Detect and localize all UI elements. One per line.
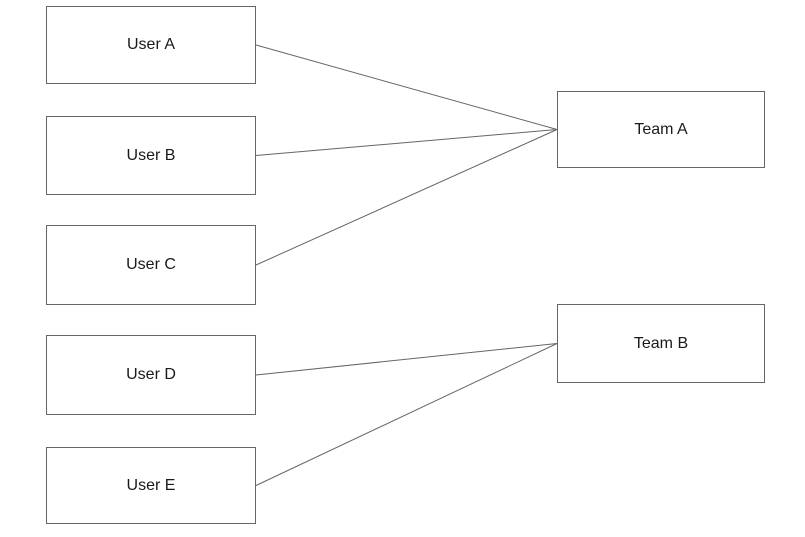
node-user-a-label: User A: [126, 36, 175, 53]
node-user-c[interactable]: User C: [46, 225, 256, 305]
node-user-d-label: User D: [126, 366, 176, 383]
node-user-c-label: User C: [126, 256, 176, 273]
node-team-b[interactable]: Team B: [557, 304, 765, 383]
node-user-e-label: User E: [126, 476, 176, 494]
node-user-b-label: User B: [126, 146, 176, 164]
edge-user_c-to-team_a: [255, 129, 558, 266]
edge-user_d-to-team_b: [255, 343, 558, 376]
edge-user_a-to-team_a: [255, 44, 558, 130]
node-team-b-label: Team B: [633, 334, 689, 352]
node-user-d[interactable]: User D: [46, 335, 256, 415]
node-user-e[interactable]: User E: [46, 447, 256, 524]
edge-user_e-to-team_b: [255, 343, 558, 486]
node-team-a-label: Team A: [634, 120, 688, 138]
node-user-a[interactable]: User A: [46, 6, 256, 84]
node-team-a[interactable]: Team A: [557, 91, 765, 168]
edge-user_b-to-team_a: [255, 129, 558, 156]
node-user-b[interactable]: User B: [46, 116, 256, 195]
